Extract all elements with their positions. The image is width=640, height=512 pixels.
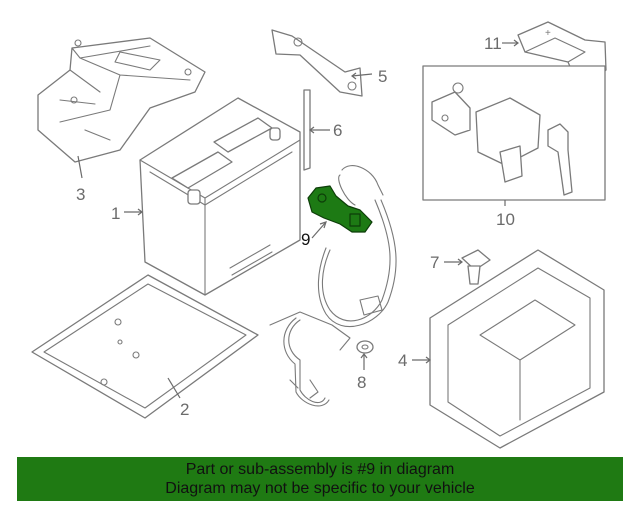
svg-text:+: + xyxy=(545,28,551,39)
battery-cable-harness[interactable] xyxy=(269,165,397,407)
callout-3: 3 xyxy=(76,185,85,204)
part-7-clip[interactable] xyxy=(461,249,491,285)
part-6-hold-down-rod[interactable] xyxy=(303,89,311,171)
callout-5: 5 xyxy=(378,67,387,86)
part-8-grommet[interactable] xyxy=(356,340,374,354)
callout-labels: 1 2 3 4 5 6 7 8 9 10 11 xyxy=(76,34,515,419)
callout-8: 8 xyxy=(357,373,366,392)
info-banner: Part or sub-assembly is #9 in diagram Di… xyxy=(17,457,623,501)
part-4-battery-case[interactable] xyxy=(429,249,605,449)
part-9-battery-terminal[interactable] xyxy=(307,185,373,233)
callout-6: 6 xyxy=(333,121,342,140)
part-2-base-plate[interactable] xyxy=(31,274,259,419)
banner-line-part: Part or sub-assembly is #9 in diagram xyxy=(185,461,455,478)
banner-line-disclaimer: Diagram may not be specific to your vehi… xyxy=(165,480,475,497)
callout-9: 9 xyxy=(301,230,310,249)
callout-4: 4 xyxy=(398,351,407,370)
part-5-hold-down-clamp[interactable] xyxy=(271,29,363,97)
part-3-battery-bracket[interactable] xyxy=(37,37,206,163)
part-1-battery[interactable] xyxy=(139,97,301,296)
parts-diagram: + xyxy=(31,21,607,449)
callout-10: 10 xyxy=(496,210,515,229)
leader-lines xyxy=(77,39,519,399)
callout-11: 11 xyxy=(484,34,502,53)
callout-2: 2 xyxy=(180,400,189,419)
callout-7: 7 xyxy=(430,253,439,272)
callout-1: 1 xyxy=(111,204,120,223)
part-10-fusible-link-box[interactable] xyxy=(422,65,606,201)
